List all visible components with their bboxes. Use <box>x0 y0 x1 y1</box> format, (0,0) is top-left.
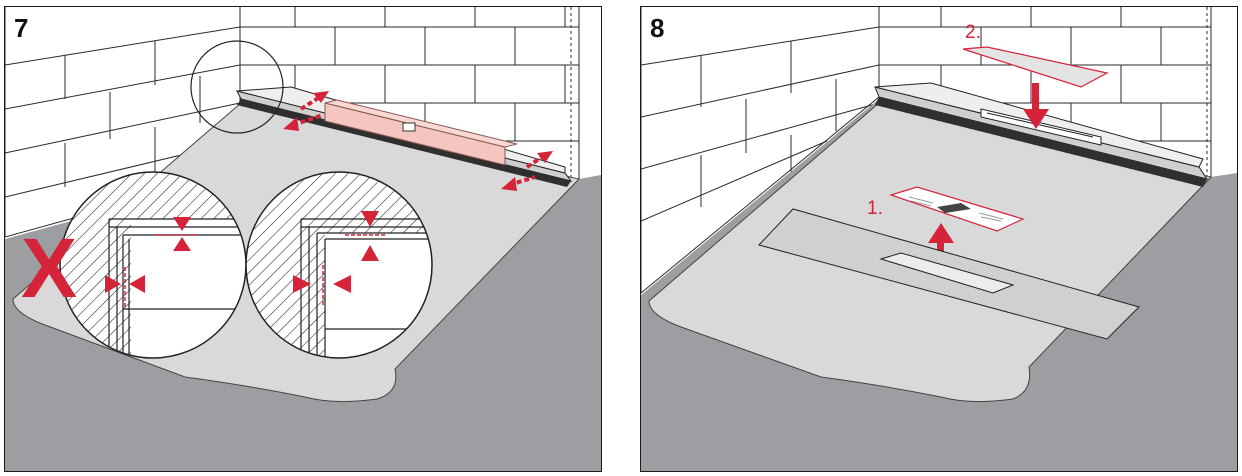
step-label-2: 2. <box>965 22 981 43</box>
cover-strip <box>962 46 1109 88</box>
drain-channel <box>874 82 1209 187</box>
spirit-level <box>324 99 518 166</box>
instruction-sticker <box>889 186 1025 232</box>
step-number-8: 8 <box>650 13 665 43</box>
incorrect-x-mark: X <box>21 221 77 315</box>
adjust-arrows <box>283 91 553 191</box>
step-8-illustration <box>641 7 1237 471</box>
magnified-detail-correct <box>245 171 433 359</box>
step-7-illustration: X <box>5 7 601 471</box>
step-7-panel: X 7 <box>4 6 602 472</box>
tape-strip <box>758 208 1140 340</box>
detail-callout-circle <box>190 40 284 134</box>
x-mark-text: X <box>21 221 77 315</box>
step-number-7: 7 <box>14 13 29 43</box>
step-8-panel: 8 2. 1. <box>640 6 1238 472</box>
step-label-1: 1. <box>867 198 883 219</box>
arrow-down <box>1023 83 1049 129</box>
